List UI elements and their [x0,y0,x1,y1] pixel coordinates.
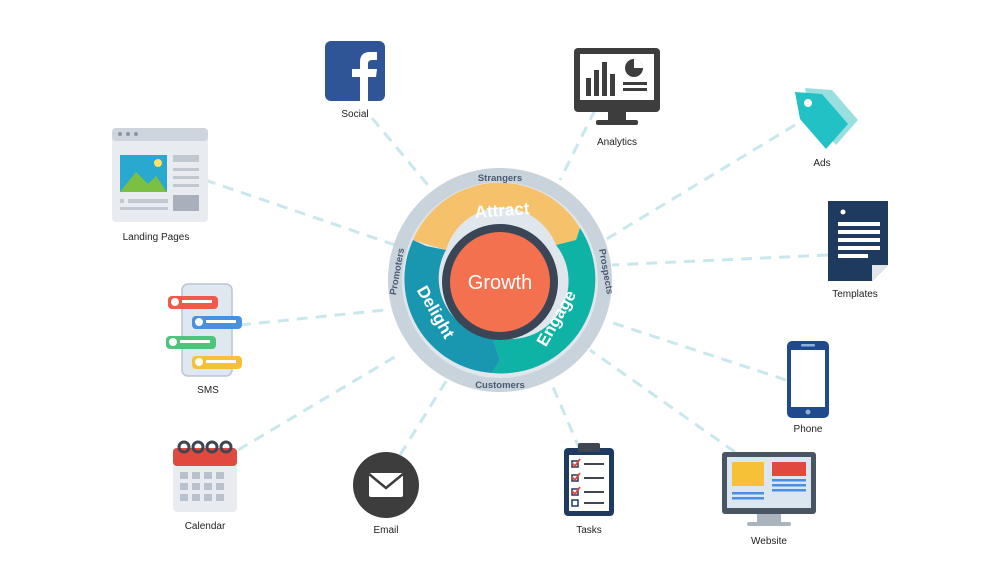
stage-label-attract: Attract [474,199,530,222]
ring-label-customers: Customers [475,380,525,391]
tool-label-social: Social [341,109,368,120]
tool-phone: Phone [787,341,829,435]
tool-label-landing-pages: Landing Pages [123,232,190,243]
tool-calendar: Calendar [173,440,237,532]
ring-label-strangers: Strangers [478,173,522,184]
stage-engage [492,228,596,374]
website-monitor-icon [722,452,816,526]
tool-analytics: Analytics [574,48,660,148]
tool-label-templates: Templates [832,289,878,300]
stage-delight [404,240,500,373]
connector-social [370,117,434,191]
tool-label-sms: SMS [197,385,219,396]
tool-label-analytics: Analytics [597,137,637,148]
tool-social: Social [325,41,385,120]
tool-label-email: Email [373,525,398,536]
envelope-icon [353,452,419,518]
flywheel: Growth Attract Engage Delight Strangers … [388,168,615,392]
document-icon [828,201,888,281]
connector-landing-pages [204,178,396,247]
tool-label-website: Website [751,536,787,547]
connector-calendar [237,353,399,452]
calendar-icon [173,440,237,512]
connector-analytics [558,109,597,181]
tool-landing-pages: Landing Pages [112,128,208,243]
connectors [204,109,829,456]
tool-ads: Ads [795,88,858,169]
tool-label-calendar: Calendar [185,521,226,532]
smartphone-icon [787,341,829,418]
tool-website: Website [722,452,816,547]
growth-label: Growth [468,272,532,294]
sms-chat-icon [166,283,242,377]
tool-label-ads: Ads [813,158,830,169]
connector-templates [611,253,829,267]
connector-sms [239,308,386,327]
facebook-icon [325,41,385,101]
tool-templates: Templates [828,201,888,300]
growth-circle [450,232,550,332]
clipboard-checklist-icon [564,443,614,516]
tool-label-phone: Phone [794,424,823,435]
tool-tasks: Tasks [564,443,614,536]
analytics-monitor-icon [574,48,660,125]
tool-sms: SMS [166,283,242,396]
price-tag-icon [795,88,858,149]
connector-tasks [548,379,582,451]
landing-page-icon [112,128,208,222]
connector-phone [609,320,787,382]
connector-email [398,377,450,456]
connector-website [589,348,736,454]
tool-label-tasks: Tasks [576,525,602,536]
stage-attract [413,182,580,250]
tool-email: Email [353,452,419,536]
